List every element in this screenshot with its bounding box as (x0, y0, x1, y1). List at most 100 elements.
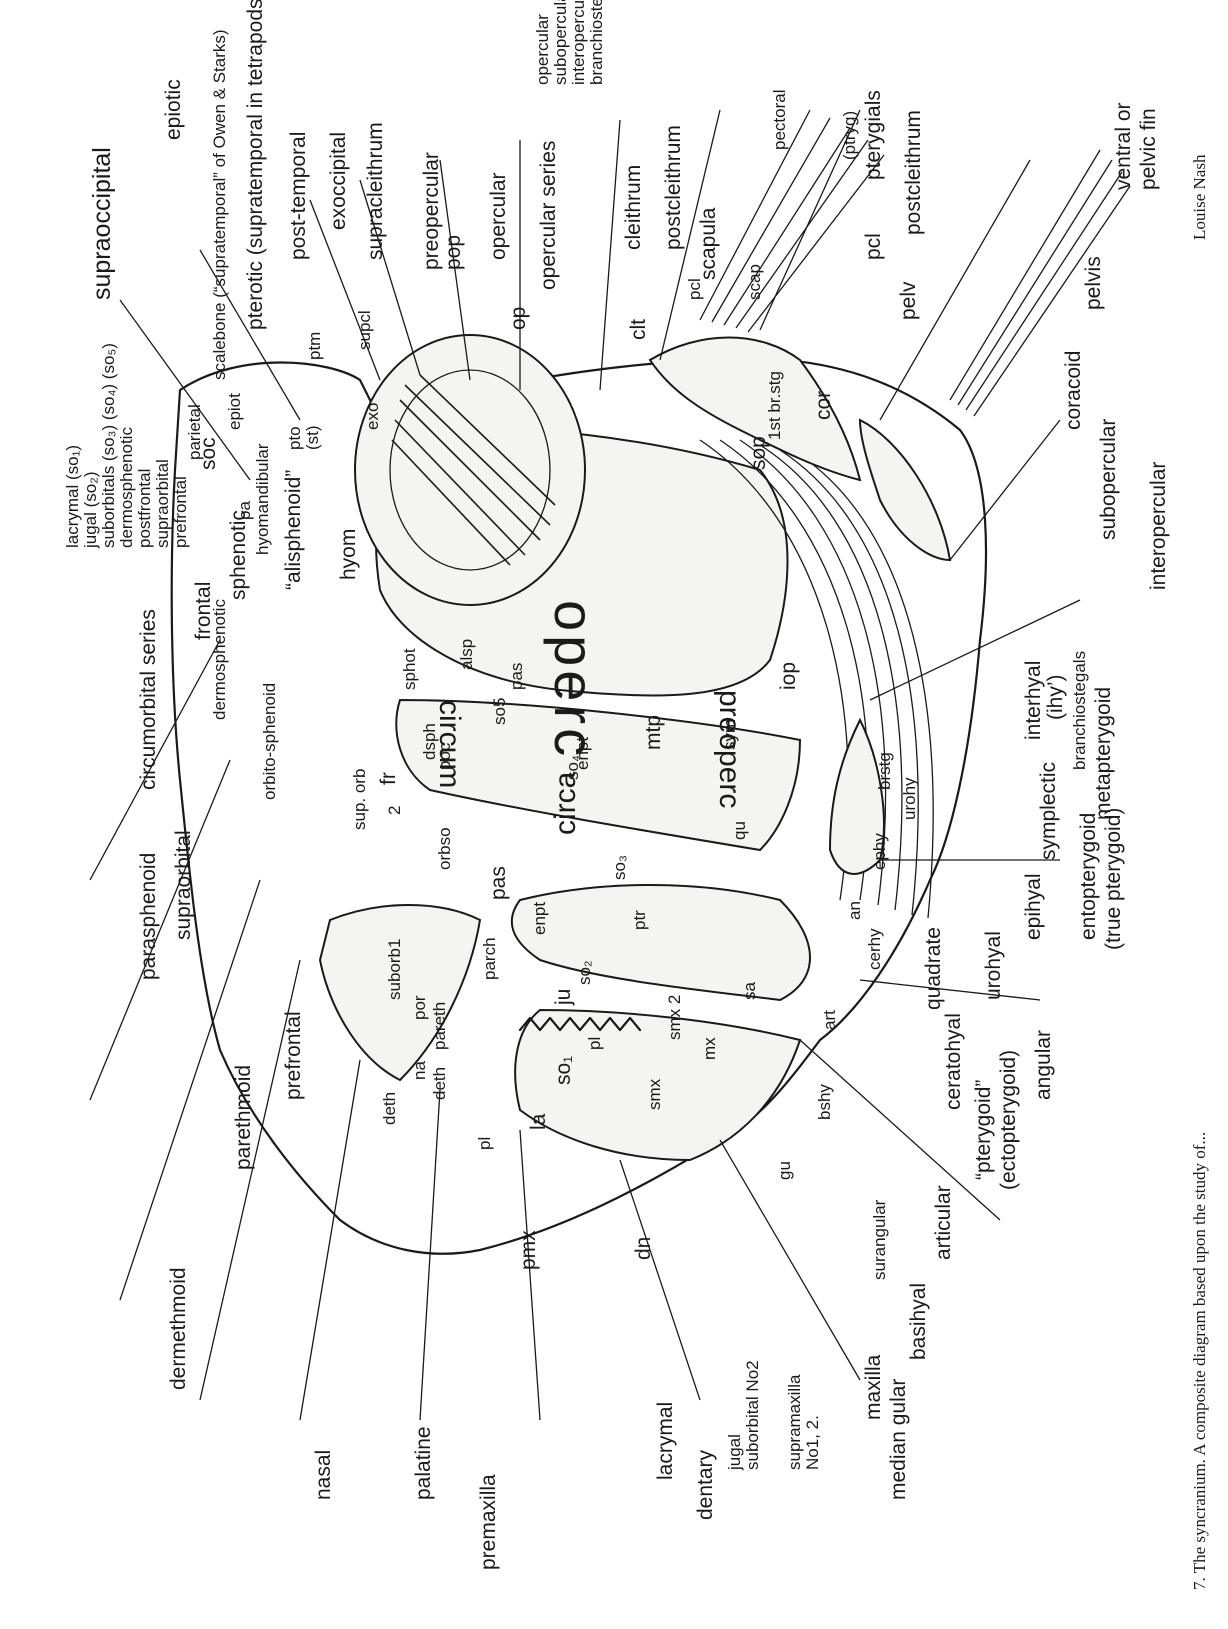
abbr-so1: so₁ (552, 1056, 575, 1085)
label-scapula: scapula (697, 207, 720, 280)
abbr-pl: pl (585, 1037, 604, 1050)
label-ectopterygoid: (ectopterygoid) (997, 1050, 1020, 1190)
label-articular: articular (932, 1185, 955, 1260)
abbr-la: la (527, 1113, 550, 1130)
label-co-postfrontal: postfrontal (135, 469, 154, 548)
label-epiotic: epiotic (162, 79, 185, 140)
label-nasal: nasal (312, 1450, 335, 1500)
maxilla-bone (512, 885, 810, 1000)
abbr-parch: parch (480, 937, 499, 980)
abbr-num2: 2 (385, 806, 404, 815)
label-co-lacrymal: lacrymal (so₁) (63, 445, 82, 548)
abbr-na: na (410, 1061, 429, 1080)
label-sphenotic: sphenotic (227, 510, 250, 600)
label-supramaxilla: supramaxilla (785, 1374, 804, 1470)
abbr-epiot: epiot (225, 393, 244, 430)
abbr-dn: dn (632, 1237, 655, 1260)
label-ptryg: (ptryg) (840, 111, 859, 160)
abbr-clt: clt (627, 319, 650, 340)
abbr-fr: fr (377, 772, 400, 785)
label-urohyal: urohyal (982, 931, 1005, 1000)
label-postcleithrum-upper: postcleithrum (662, 125, 685, 250)
word-circa: circa (549, 771, 582, 835)
abbr-so3: so₃ (610, 855, 629, 880)
abbr-an: an (845, 901, 864, 920)
label-parethmoid: parethmoid (232, 1065, 255, 1170)
label-surangular: surangular (870, 1199, 889, 1280)
label-supracleithrum: supracleithrum (364, 122, 387, 260)
abbr-soc: soc (197, 437, 220, 470)
abbr-scap: scap (745, 264, 764, 300)
abbr-deth2: deth (380, 1092, 399, 1125)
label-supramaxilla-no: No1, 2. (803, 1415, 822, 1470)
abbr-pa: pa (235, 501, 254, 520)
label-ihy: (ihy’) (1044, 675, 1067, 721)
label-os-interopercular: interopercular (569, 0, 588, 85)
label-os-opercular: opercular (533, 14, 552, 85)
abbr-pareth: pareth (430, 1002, 449, 1050)
abbr-pmx: pmx (517, 1230, 540, 1270)
abbr-cerhy: cerhy (865, 928, 884, 970)
abbr-pcl-upper: pcl (685, 278, 704, 300)
label-alisphenoid: “alisphenoid” (282, 470, 305, 590)
word-operc: operc (543, 600, 606, 760)
coracoid-bone (860, 420, 950, 560)
abbr-gu: gu (775, 1161, 794, 1180)
label-cleithrum: cleithrum (622, 165, 645, 250)
label-coracoid: coracoid (1062, 351, 1085, 430)
label-dermethmoid: dermethmoid (167, 1267, 190, 1390)
abbr-so5: so5 (490, 698, 509, 725)
label-supraorbital: supraorbital (172, 830, 195, 940)
label-suborbital-no2: suborbital No2 (743, 1360, 762, 1470)
label-median-gular: median gular (887, 1379, 910, 1500)
abbr-suborb1: suborb1 (385, 939, 404, 1000)
label-pop: pop (442, 235, 465, 270)
label-interopercular: interopercular (1147, 462, 1170, 590)
label-os-subopercular: subopercular (551, 0, 570, 85)
label-ceratohyal: ceratohyal (942, 1013, 965, 1110)
abbr-sup-orb: sup. orb (350, 769, 369, 830)
abbr-art: art (820, 1010, 839, 1030)
label-entopterygoid: entopterygoid (1077, 813, 1100, 940)
label-premaxilla: premaxilla (477, 1474, 500, 1570)
label-hyomandibular: hyomandibular (253, 443, 272, 555)
abbr-mx: mx (700, 1037, 719, 1060)
label-pterygials: pterygials (862, 90, 885, 180)
label-basihyal: basihyal (907, 1283, 930, 1360)
abbr-pas: pas (507, 663, 526, 690)
label-metapterygoid: metapterygoid (1092, 687, 1115, 820)
abbr-sa: sa (740, 982, 759, 1001)
abbr-first-brstg: 1st br.stg (765, 371, 784, 440)
label-co-prefrontal: prefrontal (171, 476, 190, 548)
abbr-iop: iop (777, 662, 800, 690)
label-symplectic: symplectic (1037, 762, 1060, 860)
abbr-ephy: ephy (870, 833, 889, 870)
abbr-por: por (410, 995, 429, 1020)
word-preoperc: preoperc (713, 690, 746, 808)
abbr-orbso: orbso (435, 827, 454, 870)
abbr-op: op (507, 307, 530, 330)
abbr-smx: smx (645, 1078, 664, 1110)
abbr-pl-lower: pl (475, 1137, 494, 1150)
abbr-so2: so₂ (575, 960, 594, 985)
figure-artist: Louise Nash (1190, 154, 1209, 240)
abbr-bshy: bshy (815, 1084, 834, 1120)
label-epihyal: epihyal (1022, 873, 1045, 940)
label-preopercular: preopercular (420, 152, 443, 270)
abbr-ptm: ptm (305, 332, 324, 360)
label-dentary: dentary (694, 1449, 717, 1520)
abbr-sphot: sphot (400, 648, 419, 690)
label-true-pterygoid: (true pterygoid) (1102, 808, 1125, 950)
abbr-pto: pto (285, 426, 304, 450)
label-ventral-fin: ventral or (1112, 102, 1135, 190)
label-angular: angular (1032, 1030, 1055, 1100)
abbr-enpt-lower: enpt (530, 902, 549, 935)
abbr-supcl: supcl (355, 310, 374, 350)
label-co-supraorbital: supraorbital (153, 459, 172, 548)
abbr-ju: ju (552, 989, 575, 1006)
label-circumorbital-series: circumorbital series (137, 609, 160, 790)
label-maxilla: maxilla (862, 1354, 885, 1420)
label-co-jugal: jugal (so₂) (81, 471, 100, 549)
label-prefrontal: prefrontal (282, 1011, 305, 1100)
